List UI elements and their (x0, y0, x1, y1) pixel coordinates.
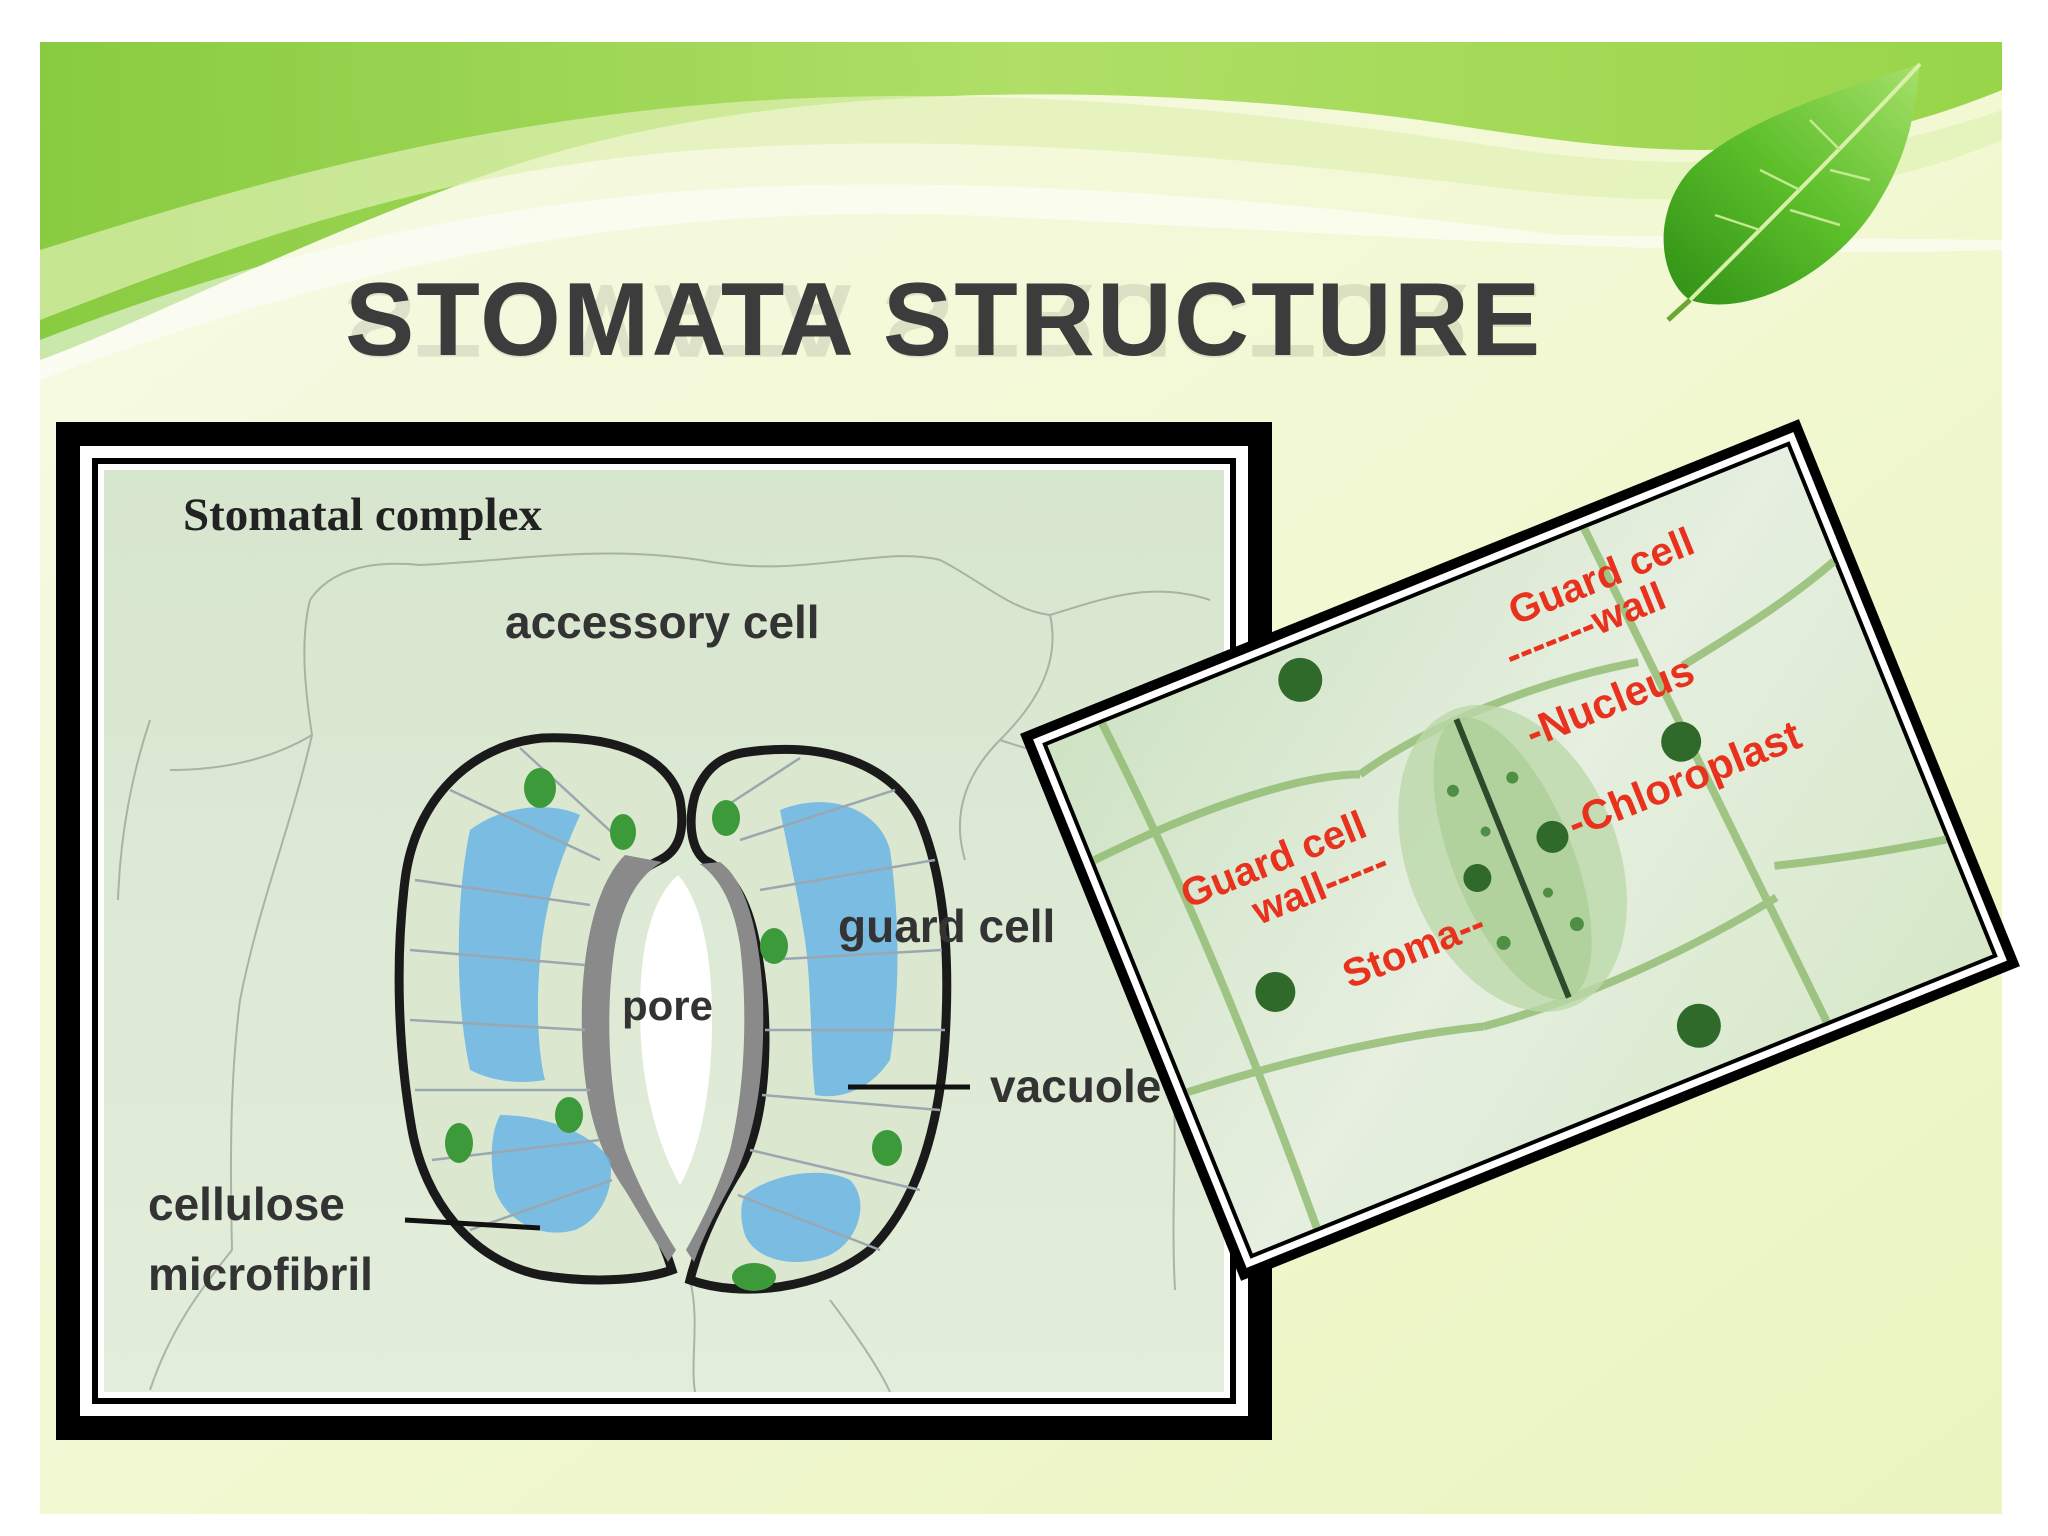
leaf-icon (1663, 62, 1922, 322)
slide-title: STOMATA STRUCTURE (345, 262, 1543, 378)
label-microfibril: microfibril (148, 1248, 373, 1300)
label-cellulose: cellulose (148, 1178, 345, 1230)
label-pore: pore (622, 982, 713, 1029)
label-vacuole: vacuole (990, 1060, 1161, 1112)
accessory-cell-outlines (117, 552, 1221, 1393)
guard-cell-left (394, 733, 687, 1285)
header-wave (40, 42, 2002, 360)
cellulose-leader-line (404, 1217, 541, 1231)
stoma-pore (640, 875, 712, 1185)
label-accessory-cell: accessory cell (505, 596, 820, 648)
micrograph-photo: Guard cell -------wall Guard cell wall--… (1020, 419, 2020, 1281)
micrograph-chloroplasts (1255, 657, 1721, 1048)
header-wave-line (40, 184, 2002, 380)
guard-cell-right (684, 744, 952, 1294)
label-guard-cell: guard cell (838, 900, 1055, 952)
micrograph-stoma (1398, 704, 1627, 1012)
stomatal-complex-diagram: Stomatal complex accessory cell guard ce… (56, 422, 1272, 1440)
diagram-heading: Stomatal complex (183, 489, 542, 541)
header-wave-highlight (40, 95, 2002, 320)
